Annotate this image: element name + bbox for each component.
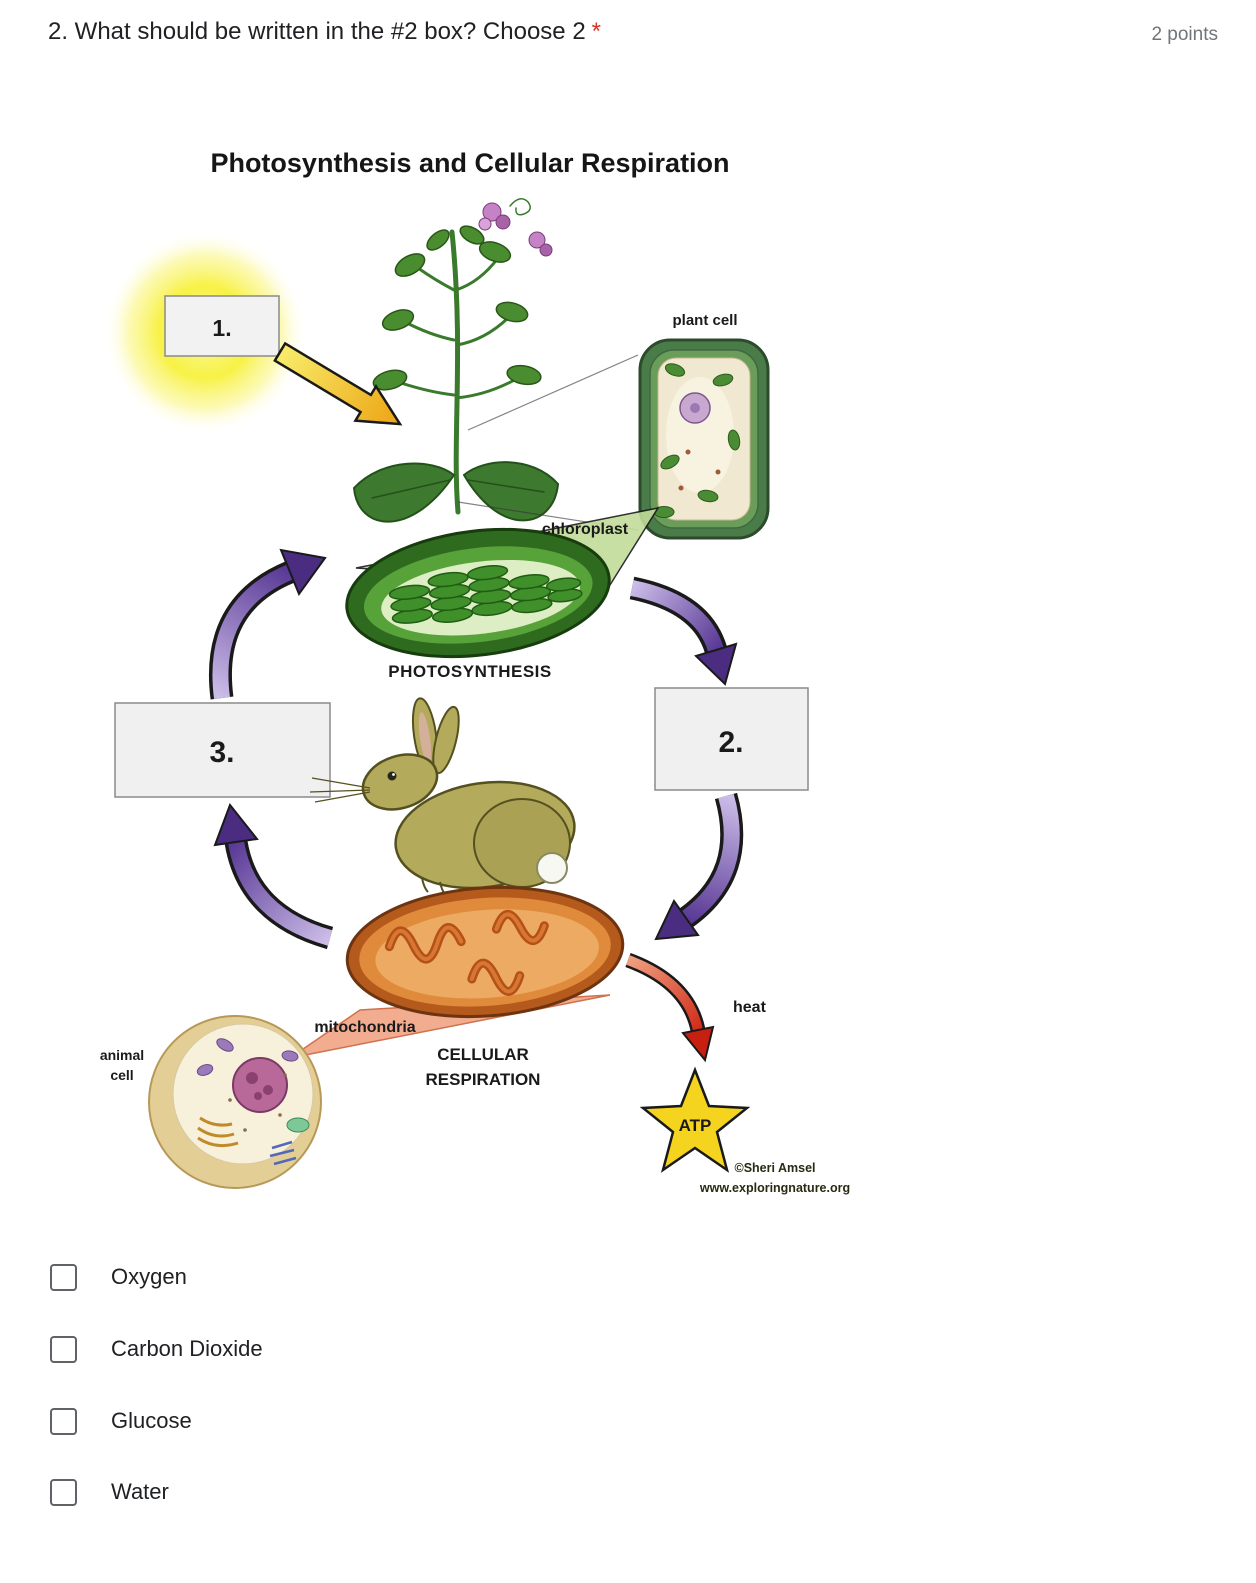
chloroplast-label: chloroplast <box>542 521 629 538</box>
sunlight-arrow <box>273 341 403 426</box>
box-1: 1. <box>164 295 280 357</box>
animal-cell-illustration <box>148 1015 322 1189</box>
checkbox-carbon-dioxide[interactable] <box>50 1335 77 1363</box>
cycle-arrow-up-left <box>208 548 327 700</box>
required-asterisk: * <box>591 18 602 45</box>
plant-illustration <box>352 198 560 523</box>
checkbox-water[interactable] <box>50 1478 77 1506</box>
credit-line1: ©Sheri Amsel <box>735 1161 816 1175</box>
cycle-arrow-right-lower <box>654 792 744 941</box>
heat-arrow <box>625 952 715 1063</box>
question-image: Photosynthesis and Cellular Respiration <box>40 140 900 1210</box>
photosynthesis-label: PHOTOSYNTHESIS <box>388 662 552 681</box>
checkbox-glucose[interactable] <box>50 1407 77 1435</box>
zoom-line <box>467 354 639 431</box>
question-title: 2. What should be written in the #2 box?… <box>48 16 1068 48</box>
option-label-carbon-dioxide[interactable]: Carbon Dioxide <box>111 1336 263 1361</box>
cellular-respiration-label-line2: RESPIRATION <box>426 1070 541 1089</box>
checkbox-oxygen[interactable] <box>50 1263 77 1291</box>
question-title-text: 2. What should be written in the #2 box?… <box>48 18 586 45</box>
diagram-svg: Photosynthesis and Cellular Respiration <box>100 148 850 1195</box>
option-row-glucose: Glucose <box>50 1406 192 1436</box>
diagram-title: Photosynthesis and Cellular Respiration <box>210 148 729 178</box>
box-2: 2. <box>654 687 809 791</box>
box-3-label: 3. <box>209 736 234 769</box>
option-label-oxygen[interactable]: Oxygen <box>111 1264 187 1289</box>
box-1-label: 1. <box>212 315 231 341</box>
points-badge: 2 points <box>1151 24 1218 45</box>
box-2-label: 2. <box>718 726 743 759</box>
rabbit-illustration <box>309 697 576 895</box>
flower-icon <box>478 202 553 257</box>
option-label-glucose[interactable]: Glucose <box>111 1408 192 1433</box>
cycle-arrow-left-lower <box>213 802 334 950</box>
atp-label: ATP <box>679 1116 712 1135</box>
option-row-water: Water <box>50 1477 169 1507</box>
option-row-oxygen: Oxygen <box>50 1262 187 1292</box>
mitochondria-illustration <box>345 885 625 1019</box>
credit-line2: www.exploringnature.org <box>699 1181 850 1195</box>
animal-cell-label-line2: cell <box>110 1067 133 1083</box>
mitochondria-label: mitochondria <box>314 1019 415 1036</box>
plant-cell-label: plant cell <box>672 312 737 329</box>
animal-cell-label-line1: animal <box>100 1047 144 1063</box>
chloroplast-illustration <box>345 527 611 659</box>
heat-label: heat <box>733 999 767 1016</box>
option-label-water[interactable]: Water <box>111 1479 169 1504</box>
box-3: 3. <box>114 702 331 798</box>
plant-cell-illustration <box>638 338 770 540</box>
option-row-carbon-dioxide: Carbon Dioxide <box>50 1334 263 1364</box>
cycle-arrow-down-right <box>629 576 738 686</box>
cellular-respiration-label-line1: CELLULAR <box>437 1045 529 1064</box>
atp-star: ATP <box>639 1066 751 1173</box>
